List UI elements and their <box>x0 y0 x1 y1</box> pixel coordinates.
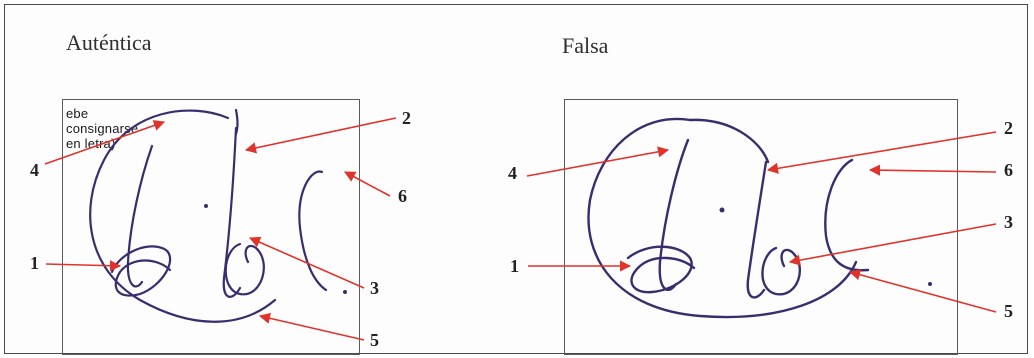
arrow-5-right <box>848 269 997 313</box>
arrow-5-left <box>258 312 365 341</box>
marker-number: 5 <box>1004 301 1013 321</box>
signature-box-false <box>564 99 958 355</box>
marker-number: 6 <box>398 186 407 206</box>
arrows-authentic <box>44 117 397 341</box>
arrow-1-left <box>45 260 122 272</box>
arrow-2-left <box>244 117 397 154</box>
panel-title-authentic: Auténtica <box>66 30 152 55</box>
signature-false <box>587 117 932 319</box>
marker-number: 6 <box>1004 160 1013 180</box>
marker-number: 2 <box>1004 118 1013 138</box>
marker-number: 4 <box>508 163 517 183</box>
arrow-6-left <box>344 171 391 197</box>
arrow-2-right <box>766 131 997 174</box>
marker-number: 1 <box>510 256 519 276</box>
arrow-3-left <box>248 236 365 289</box>
marker-number: 3 <box>1004 212 1013 232</box>
form-printed-text: ebe consignarse en letra) <box>66 106 139 151</box>
signature-authentic <box>89 108 347 323</box>
signature-box-authentic <box>62 99 360 355</box>
arrow-6-right <box>868 164 997 176</box>
panel-title-false: Falsa <box>562 33 609 58</box>
arrow-3-right <box>788 223 997 266</box>
arrow-4-right <box>526 146 670 177</box>
arrows-false <box>526 131 997 313</box>
marker-number: 1 <box>30 253 39 273</box>
marker-number: 4 <box>30 160 39 180</box>
arrow-4-left <box>44 120 166 165</box>
marker-number: 3 <box>370 278 379 298</box>
marker-number: 5 <box>370 330 379 350</box>
marker-number: 2 <box>402 108 411 128</box>
figure-frame <box>4 4 1028 354</box>
